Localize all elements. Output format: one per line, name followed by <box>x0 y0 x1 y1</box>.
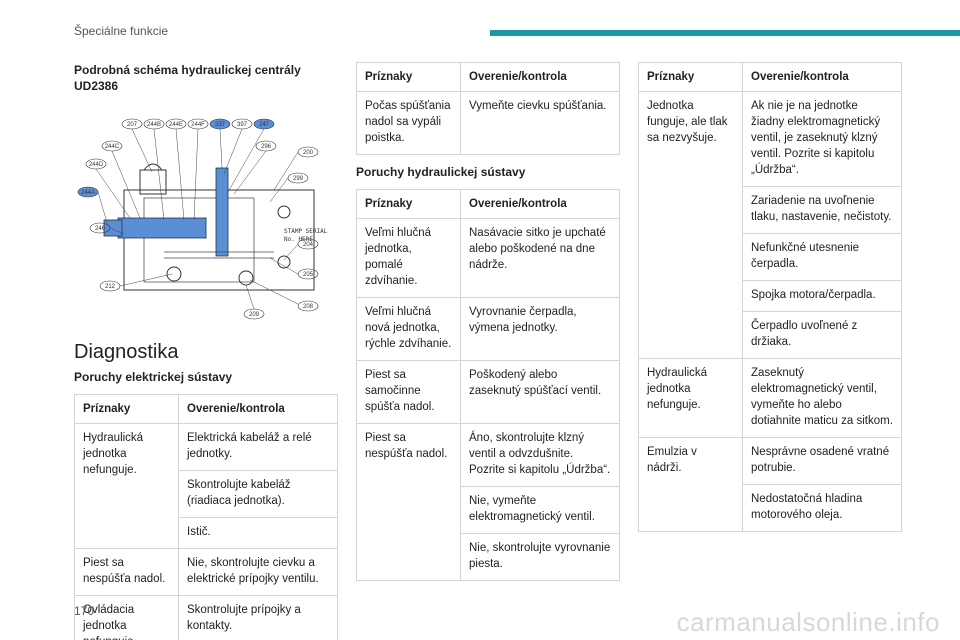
header-check: Overenie/kontrola <box>460 62 620 92</box>
table-row: Veľmi hlučná nová jednotka, rýchle zdvíh… <box>356 297 620 361</box>
check-cell: Áno, skontrolujte klzný ventil a odvzduš… <box>460 423 620 487</box>
table-row: Zariadenie na uvoľnenie tlaku, nastaveni… <box>639 186 902 234</box>
hydraulic-unit-diagram: STAMP SERIAL No. HERE 207 244B 244E 244F… <box>77 118 328 320</box>
check-cell: Nefunkčné utesnenie čerpadla. <box>742 233 902 281</box>
watermark-text: carmanualsonline.info <box>676 607 940 637</box>
callout-244e: 244E <box>169 122 183 128</box>
callout-244c: 244C <box>105 144 120 150</box>
stamp-line-1: STAMP SERIAL <box>284 228 328 235</box>
check-cell: Nasávacie sitko je upchaté alebo poškode… <box>460 218 620 298</box>
table-row: Nie, skontrolujte vyrovnanie piesta. <box>357 533 620 581</box>
callout-244a: 244A <box>81 190 95 196</box>
callout-207: 207 <box>127 122 138 128</box>
check-cell: Nedostatočná hladina motorového oleja. <box>742 484 902 532</box>
column-middle: Príznaky Overenie/kontrola Počas spúšťan… <box>356 62 620 581</box>
check-cell: Nie, vymeňte elektromagnetický ventil. <box>460 486 620 534</box>
header-check: Overenie/kontrola <box>742 62 902 92</box>
header-check: Overenie/kontrola <box>460 189 620 219</box>
symptom-cell: Hydraulická jednotka nefunguje. <box>638 358 743 438</box>
check-cell: Nie, skontrolujte cievku a elektrické pr… <box>178 548 338 596</box>
symptom-cell: Veľmi hlučná nová jednotka, rýchle zdvíh… <box>356 297 461 361</box>
table-row: Piest sa nespúšťa nadol. Áno, skontroluj… <box>356 423 620 581</box>
check-cell: Skontrolujte prípojky a kontakty. <box>178 595 338 640</box>
check-cell: Skontrolujte kabeláž (riadiaca jednotka)… <box>178 470 338 518</box>
callout-200: 200 <box>303 150 314 156</box>
table-row: Nedostatočná hladina motorového oleja. <box>639 484 902 532</box>
callout-299: 299 <box>293 176 304 182</box>
header-symptoms: Príznaky <box>356 189 461 219</box>
check-cell: Elektrická kabeláž a relé jednotky. <box>178 423 338 471</box>
table-row: Počas spúšťania nadol sa vypáli poistka.… <box>356 91 620 155</box>
diagram-title: Podrobná schéma hydraulickej centrály UD… <box>74 63 301 93</box>
symptom-cell: Ovládacia jednotka nefunguje. <box>74 595 179 640</box>
table-row: Hydraulická jednotka nefunguje. Elektric… <box>74 423 338 549</box>
header-accent-bar <box>490 30 960 36</box>
table-row: Piest sa samočinne spúšťa nadol. Poškode… <box>356 360 620 424</box>
table-row: Nie, vymeňte elektromagnetický ventil. <box>357 486 620 534</box>
electrical-faults-table-cont: Príznaky Overenie/kontrola Počas spúšťan… <box>356 62 620 155</box>
callout-296: 296 <box>261 144 272 150</box>
table-row: Jednotka funguje, ale tlak sa nezvyšuje.… <box>638 91 902 359</box>
table-row: Istič. <box>75 517 338 549</box>
callout-397: 397 <box>237 122 248 128</box>
header-symptoms: Príznaky <box>74 394 179 424</box>
check-cell: Spojka motora/čerpadla. <box>742 280 902 312</box>
check-cell: Zariadenie na uvoľnenie tlaku, nastaveni… <box>742 186 902 234</box>
callout-204: 204 <box>303 242 314 248</box>
check-cell: Poškodený alebo zaseknutý spúšťací venti… <box>460 360 620 424</box>
check-cell: Istič. <box>178 517 338 549</box>
table-row: Spojka motora/čerpadla. <box>639 280 902 312</box>
electrical-faults-table: Príznaky Overenie/kontrola Hydraulická j… <box>74 394 338 640</box>
check-cell: Ak nie je na jednotke žiadny elektromagn… <box>742 91 902 187</box>
symptom-cell: Emulzia v nádrži. <box>638 437 743 532</box>
table-row: Skontrolujte kabeláž (riadiaca jednotka)… <box>75 470 338 518</box>
symptom-cell: Piest sa nespúšťa nadol. <box>356 423 461 581</box>
table-row: Nefunkčné utesnenie čerpadla. <box>639 233 902 281</box>
column-left: Podrobná schéma hydraulickej centrály UD… <box>74 62 338 640</box>
hydraulic-faults-table: Príznaky Overenie/kontrola Veľmi hlučná … <box>356 189 620 581</box>
callout-244b: 244B <box>147 122 161 128</box>
table-row: Ovládacia jednotka nefunguje. Skontroluj… <box>74 595 338 640</box>
header-check: Overenie/kontrola <box>178 394 338 424</box>
symptom-cell: Piest sa nespúšťa nadol. <box>74 548 179 596</box>
column-right: Príznaky Overenie/kontrola Jednotka fung… <box>638 62 902 532</box>
symptom-cell: Jednotka funguje, ale tlak sa nezvyšuje. <box>638 91 743 359</box>
callout-208: 208 <box>303 304 314 310</box>
callout-212: 212 <box>105 284 116 290</box>
check-cell: Zaseknutý elektromagnetický ventil, vyme… <box>742 358 902 438</box>
table-row: Emulzia v nádrži. Nesprávne osadené vrat… <box>638 437 902 532</box>
table-row: Čerpadlo uvoľnené z držiaka. <box>639 311 902 359</box>
stamp-line-2: No. HERE <box>284 236 313 243</box>
section-title: Špeciálne funkcie <box>74 24 169 38</box>
check-cell: Nie, skontrolujte vyrovnanie piesta. <box>460 533 620 581</box>
hydraulic-faults-table-cont: Príznaky Overenie/kontrola Jednotka fung… <box>638 62 902 532</box>
symptom-cell: Veľmi hlučná jednotka, pomalé zdvíhanie. <box>356 218 461 298</box>
check-cell: Vymeňte cievku spúšťania. <box>460 91 620 155</box>
callout-237: 237 <box>215 122 226 128</box>
diagnostics-heading: Diagnostika <box>74 341 179 363</box>
callout-244f: 244F <box>191 122 205 128</box>
electrical-faults-title: Poruchy elektrickej sústavy <box>74 370 233 384</box>
callout-209: 209 <box>249 312 260 318</box>
table-row: Hydraulická jednotka nefunguje. Zaseknut… <box>638 358 902 438</box>
check-cell: Nesprávne osadené vratné potrubie. <box>742 437 902 485</box>
check-cell: Vyrovnanie čerpadla, výmena jednotky. <box>460 297 620 361</box>
symptom-cell: Počas spúšťania nadol sa vypáli poistka. <box>356 91 461 155</box>
symptom-cell: Piest sa samočinne spúšťa nadol. <box>356 360 461 424</box>
callout-205: 205 <box>303 272 314 278</box>
callout-244d: 244D <box>89 162 104 168</box>
table-row: Piest sa nespúšťa nadol. Nie, skontroluj… <box>74 548 338 596</box>
header-symptoms: Príznaky <box>638 62 743 92</box>
header-symptoms: Príznaky <box>356 62 461 92</box>
page-number: 170 <box>74 604 95 618</box>
table-row: Veľmi hlučná jednotka, pomalé zdvíhanie.… <box>356 218 620 298</box>
check-cell: Čerpadlo uvoľnené z držiaka. <box>742 311 902 359</box>
hydraulic-faults-title: Poruchy hydraulickej sústavy <box>356 165 526 179</box>
symptom-cell: Hydraulická jednotka nefunguje. <box>74 423 179 549</box>
callout-246: 246 <box>95 226 106 232</box>
callout-247: 247 <box>259 122 270 128</box>
